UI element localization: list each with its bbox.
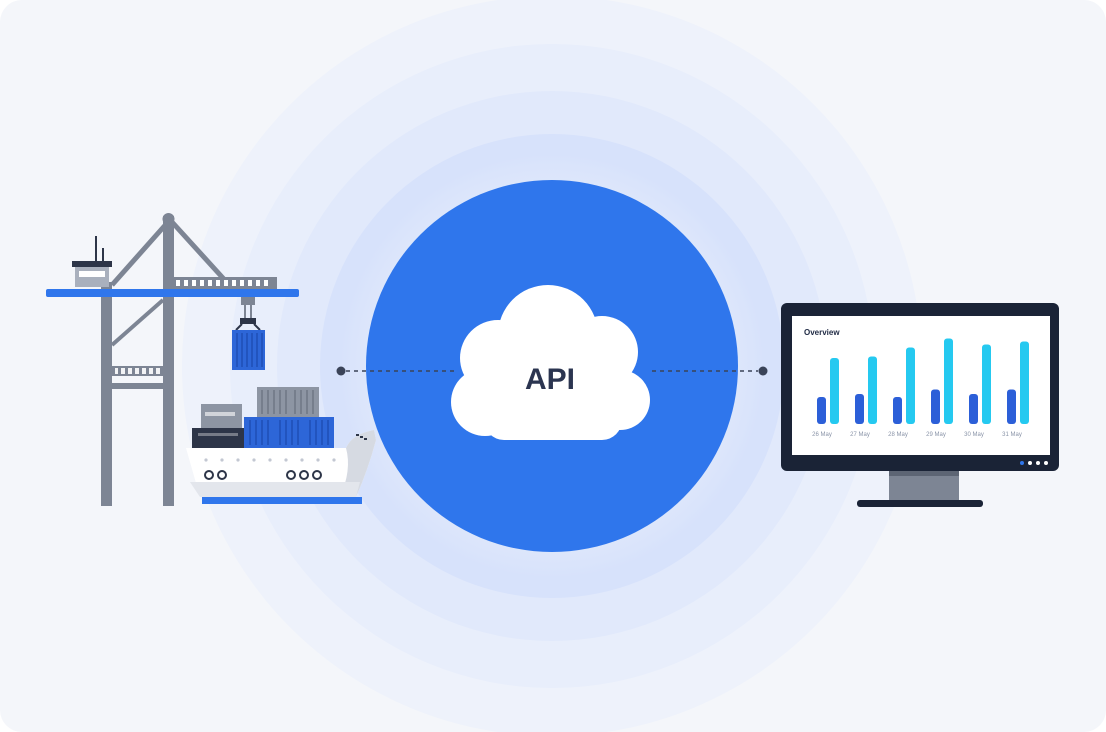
cloud-icon: [451, 285, 650, 440]
date-label: 27 May: [850, 432, 870, 438]
bar-light: [944, 338, 953, 424]
bar-light: [982, 344, 991, 424]
date-label: 30 May: [964, 432, 984, 438]
crane-icon: [46, 213, 299, 506]
cargo-ship-icon: [186, 387, 376, 504]
date-label: 26 May: [812, 432, 832, 438]
bar-light: [868, 356, 877, 424]
date-label: 31 May: [1002, 432, 1022, 438]
date-label: 28 May: [888, 432, 908, 438]
bar-dark: [855, 394, 864, 424]
monitor-screen: Overview 26 May 27 May 28 May 29 May 30 …: [792, 316, 1050, 455]
bar-dark: [931, 389, 940, 424]
bar-dark: [893, 397, 902, 424]
dashboard-bars: [817, 338, 1029, 424]
date-label: 29 May: [926, 432, 946, 438]
bar-dark: [969, 394, 978, 424]
connection-left: [336, 366, 455, 376]
bar-light: [830, 358, 839, 424]
bar-dark: [1007, 389, 1016, 424]
bar-light: [1020, 341, 1029, 424]
connection-right: [652, 366, 768, 376]
dashboard-title: Overview: [804, 328, 840, 337]
api-label: API: [524, 363, 575, 396]
bar-light: [906, 347, 915, 424]
bar-dark: [817, 397, 826, 424]
